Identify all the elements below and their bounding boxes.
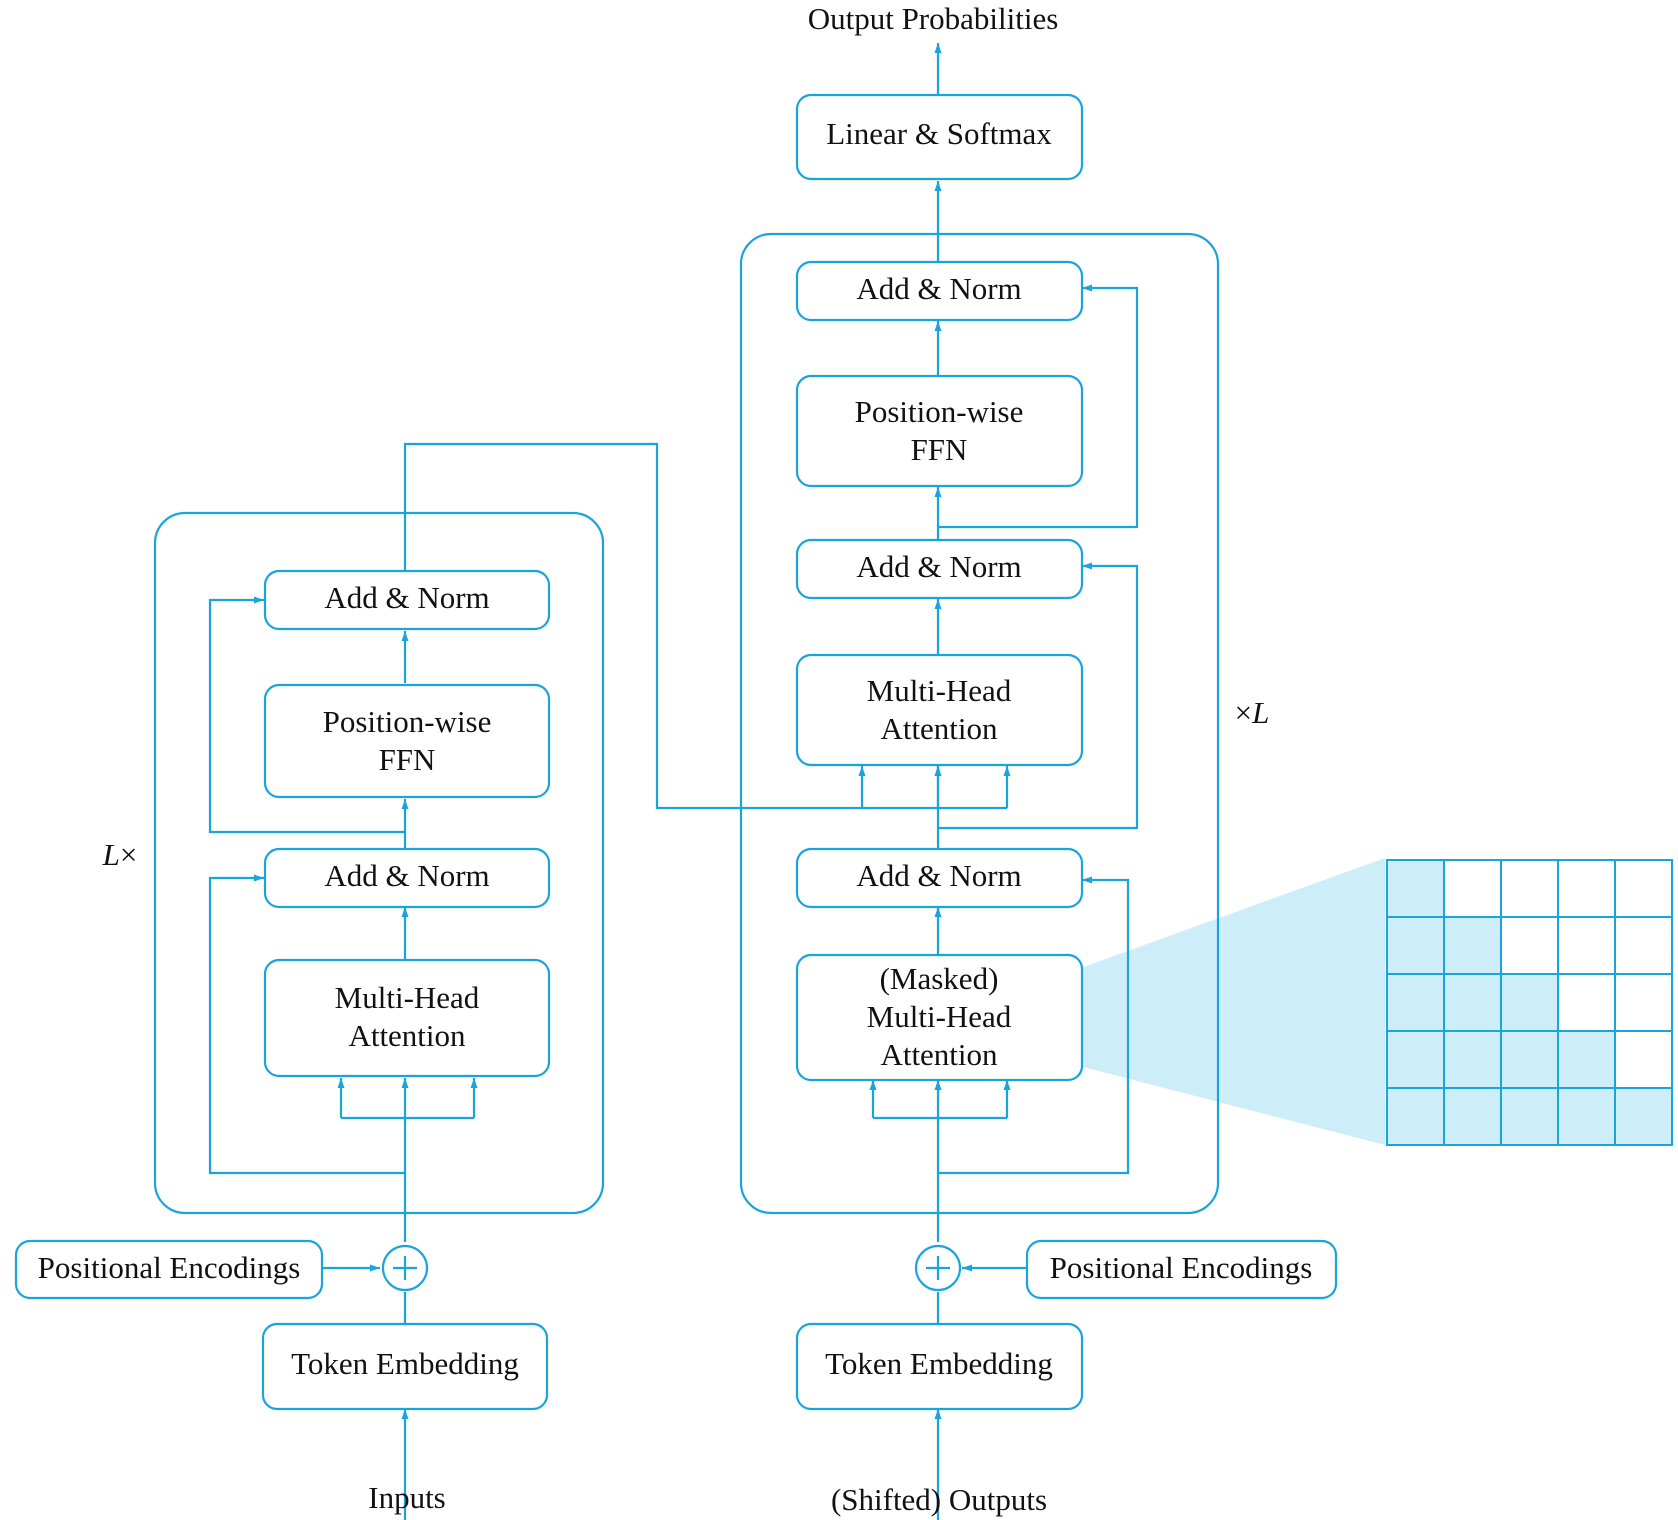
mask-cell-r5-c1 bbox=[1386, 1087, 1445, 1146]
decoder-masked-label-line1: (Masked) bbox=[880, 961, 999, 996]
mask-cell-r2-c2 bbox=[1443, 916, 1502, 975]
decoder-add-norm-bottom: Add & Norm bbox=[795, 847, 1084, 909]
decoder-add-norm-middle: Add & Norm bbox=[795, 538, 1084, 600]
encoder-mha-label-line2: Attention bbox=[348, 1018, 466, 1053]
inputs-label: Inputs bbox=[368, 1480, 446, 1515]
decoder-add-norm-top: Add & Norm bbox=[795, 260, 1084, 322]
encoder-ffn-label-line1: Position-wise bbox=[323, 704, 492, 739]
decoder-add-norm-middle-label: Add & Norm bbox=[856, 549, 1021, 584]
decoder-ffn-label-line1: Position-wise bbox=[855, 394, 1024, 429]
mask-matrix bbox=[1386, 859, 1673, 1146]
decoder-repeat-label: ×L bbox=[1235, 695, 1270, 730]
decoder-repeat-times: × bbox=[1235, 695, 1252, 730]
decoder-repeat-var: L bbox=[1251, 695, 1269, 730]
encoder-multi-head-attention: Multi-Head Attention bbox=[263, 958, 551, 1078]
mask-cell-r3-c4 bbox=[1557, 973, 1616, 1032]
mask-cell-r5-c5 bbox=[1614, 1087, 1673, 1146]
encoder-ffn-label-line2: FFN bbox=[379, 742, 436, 777]
output-probabilities-label: Output Probabilities bbox=[808, 1, 1059, 36]
encoder-repeat-times: × bbox=[120, 837, 137, 872]
mask-cell-r1-c2 bbox=[1443, 859, 1502, 918]
encoder-repeat-var: L bbox=[102, 837, 120, 872]
shifted-outputs-label: (Shifted) Outputs bbox=[831, 1482, 1047, 1517]
encoder-token-embedding: Token Embedding bbox=[261, 1322, 549, 1411]
decoder-add-norm-top-label: Add & Norm bbox=[856, 271, 1021, 306]
decoder-token-embedding-label: Token Embedding bbox=[825, 1346, 1053, 1381]
mask-cell-r4-c2 bbox=[1443, 1030, 1502, 1089]
mask-projection bbox=[1075, 858, 1385, 1145]
mask-cell-r5-c2 bbox=[1443, 1087, 1502, 1146]
decoder-positional-encodings: Positional Encodings bbox=[1025, 1239, 1338, 1300]
encoder-add-norm-top-label: Add & Norm bbox=[324, 580, 489, 615]
mask-cell-r3-c3 bbox=[1500, 973, 1559, 1032]
decoder-add-symbol bbox=[914, 1244, 962, 1292]
encoder-ffn: Position-wise FFN bbox=[263, 683, 551, 799]
mask-cell-r1-c5 bbox=[1614, 859, 1673, 918]
encoder-add-norm-bottom: Add & Norm bbox=[263, 847, 551, 909]
decoder-cross-mha-label-line2: Attention bbox=[880, 711, 998, 746]
mask-cell-r4-c4 bbox=[1557, 1030, 1616, 1089]
encoder-repeat-label: L× bbox=[102, 837, 138, 872]
encoder-mha-label-line1: Multi-Head bbox=[335, 980, 480, 1015]
encoder-frame bbox=[153, 511, 605, 1215]
wires bbox=[208, 43, 1139, 1520]
decoder-frame bbox=[739, 232, 1220, 1215]
mask-cell-r1-c4 bbox=[1557, 859, 1616, 918]
mask-cell-r2-c4 bbox=[1557, 916, 1616, 975]
mask-cell-r3-c5 bbox=[1614, 973, 1673, 1032]
encoder-add-norm-top: Add & Norm bbox=[263, 569, 551, 631]
decoder-ffn-label-line2: FFN bbox=[911, 432, 968, 467]
encoder-add-symbol bbox=[381, 1244, 429, 1292]
mask-cell-r2-c3 bbox=[1500, 916, 1559, 975]
decoder-positional-encodings-label: Positional Encodings bbox=[1050, 1250, 1313, 1285]
mask-cell-r4-c5 bbox=[1614, 1030, 1673, 1089]
mask-cell-r1-c3 bbox=[1500, 859, 1559, 918]
encoder-positional-encodings: Positional Encodings bbox=[14, 1239, 324, 1300]
linear-softmax-label: Linear & Softmax bbox=[826, 116, 1052, 151]
decoder-cross-mha-label-line1: Multi-Head bbox=[867, 673, 1012, 708]
mask-cell-r5-c3 bbox=[1500, 1087, 1559, 1146]
decoder-ffn: Position-wise FFN bbox=[795, 374, 1084, 488]
decoder-masked-label-line3: Attention bbox=[880, 1037, 998, 1072]
decoder-add-norm-bottom-label: Add & Norm bbox=[856, 858, 1021, 893]
decoder-masked-label-line2: Multi-Head bbox=[867, 999, 1012, 1034]
decoder-cross-attention: Multi-Head Attention bbox=[795, 653, 1084, 767]
encoder-token-embedding-label: Token Embedding bbox=[291, 1346, 519, 1381]
linear-softmax: Linear & Softmax bbox=[795, 93, 1084, 181]
mask-cell-r2-c5 bbox=[1614, 916, 1673, 975]
decoder-token-embedding: Token Embedding bbox=[795, 1322, 1084, 1411]
mask-cell-r3-c1 bbox=[1386, 973, 1445, 1032]
mask-cell-r5-c4 bbox=[1557, 1087, 1616, 1146]
mask-cell-r4-c3 bbox=[1500, 1030, 1559, 1089]
mask-cell-r4-c1 bbox=[1386, 1030, 1445, 1089]
mask-cell-r1-c1 bbox=[1386, 859, 1445, 918]
encoder-positional-encodings-label: Positional Encodings bbox=[38, 1250, 301, 1285]
mask-cell-r2-c1 bbox=[1386, 916, 1445, 975]
decoder-masked-attention: (Masked) Multi-Head Attention bbox=[795, 953, 1084, 1082]
encoder-add-norm-bottom-label: Add & Norm bbox=[324, 858, 489, 893]
mask-cell-r3-c2 bbox=[1443, 973, 1502, 1032]
